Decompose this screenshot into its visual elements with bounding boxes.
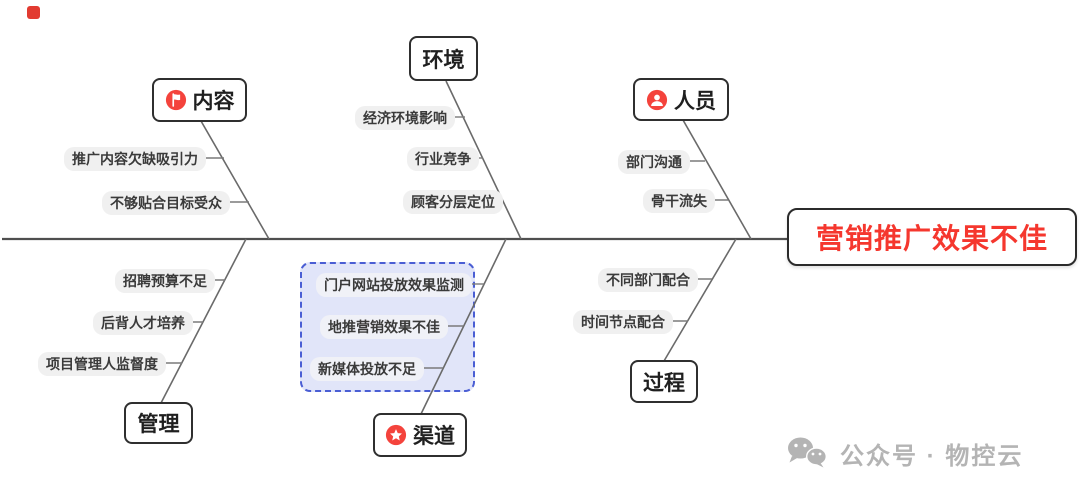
category-label: 管理	[137, 413, 180, 436]
category-node-process[interactable]: 过程	[630, 360, 698, 403]
cause-item[interactable]: 顾客分层定位	[403, 190, 503, 215]
flag-icon	[165, 89, 187, 111]
cause-item[interactable]: 新媒体投放不足	[310, 357, 424, 382]
cause-item[interactable]: 行业竞争	[407, 147, 479, 172]
cause-item[interactable]: 时间节点配合	[573, 310, 673, 335]
problem-box[interactable]: 营销推广效果不佳	[787, 208, 1077, 266]
cause-item[interactable]: 经济环境影响	[355, 106, 455, 131]
wechat-icon	[788, 437, 828, 468]
cause-item[interactable]: 推广内容欠缺吸引力	[64, 147, 206, 172]
category-label: 渠道	[413, 425, 455, 448]
rib-lines	[160, 80, 752, 415]
cause-item[interactable]: 招聘预算不足	[115, 269, 215, 294]
app-logo-icon	[27, 6, 40, 19]
watermark: 公众号 · 物控云	[786, 433, 1023, 473]
cause-item[interactable]: 门户网站投放效果监测	[316, 273, 472, 298]
category-node-management[interactable]: 管理	[124, 402, 193, 444]
category-node-channel[interactable]: 渠道	[373, 413, 467, 457]
person-icon	[646, 89, 668, 111]
cause-item[interactable]: 部门沟通	[618, 150, 690, 175]
cause-item[interactable]: 骨干流失	[643, 189, 715, 214]
cause-item[interactable]: 不够贴合目标受众	[102, 191, 230, 216]
category-node-content[interactable]: 内容	[152, 78, 247, 122]
category-label: 环境	[422, 48, 465, 72]
cause-item[interactable]: 地推营销效果不佳	[320, 315, 448, 340]
cause-item[interactable]: 项目管理人监督度	[38, 352, 166, 377]
cause-item[interactable]: 不同部门配合	[598, 268, 698, 293]
category-label: 人员	[674, 89, 716, 113]
category-label: 内容	[192, 90, 235, 113]
category-label: 过程	[643, 371, 685, 395]
problem-label: 营销推广效果不佳	[815, 223, 1048, 254]
category-node-personnel[interactable]: 人员	[633, 78, 729, 121]
watermark-text: 公众号 · 物控云	[840, 442, 1024, 470]
cause-item[interactable]: 后背人才培养	[93, 311, 193, 336]
category-node-environment[interactable]: 环境	[409, 36, 478, 81]
star-icon	[385, 424, 407, 446]
